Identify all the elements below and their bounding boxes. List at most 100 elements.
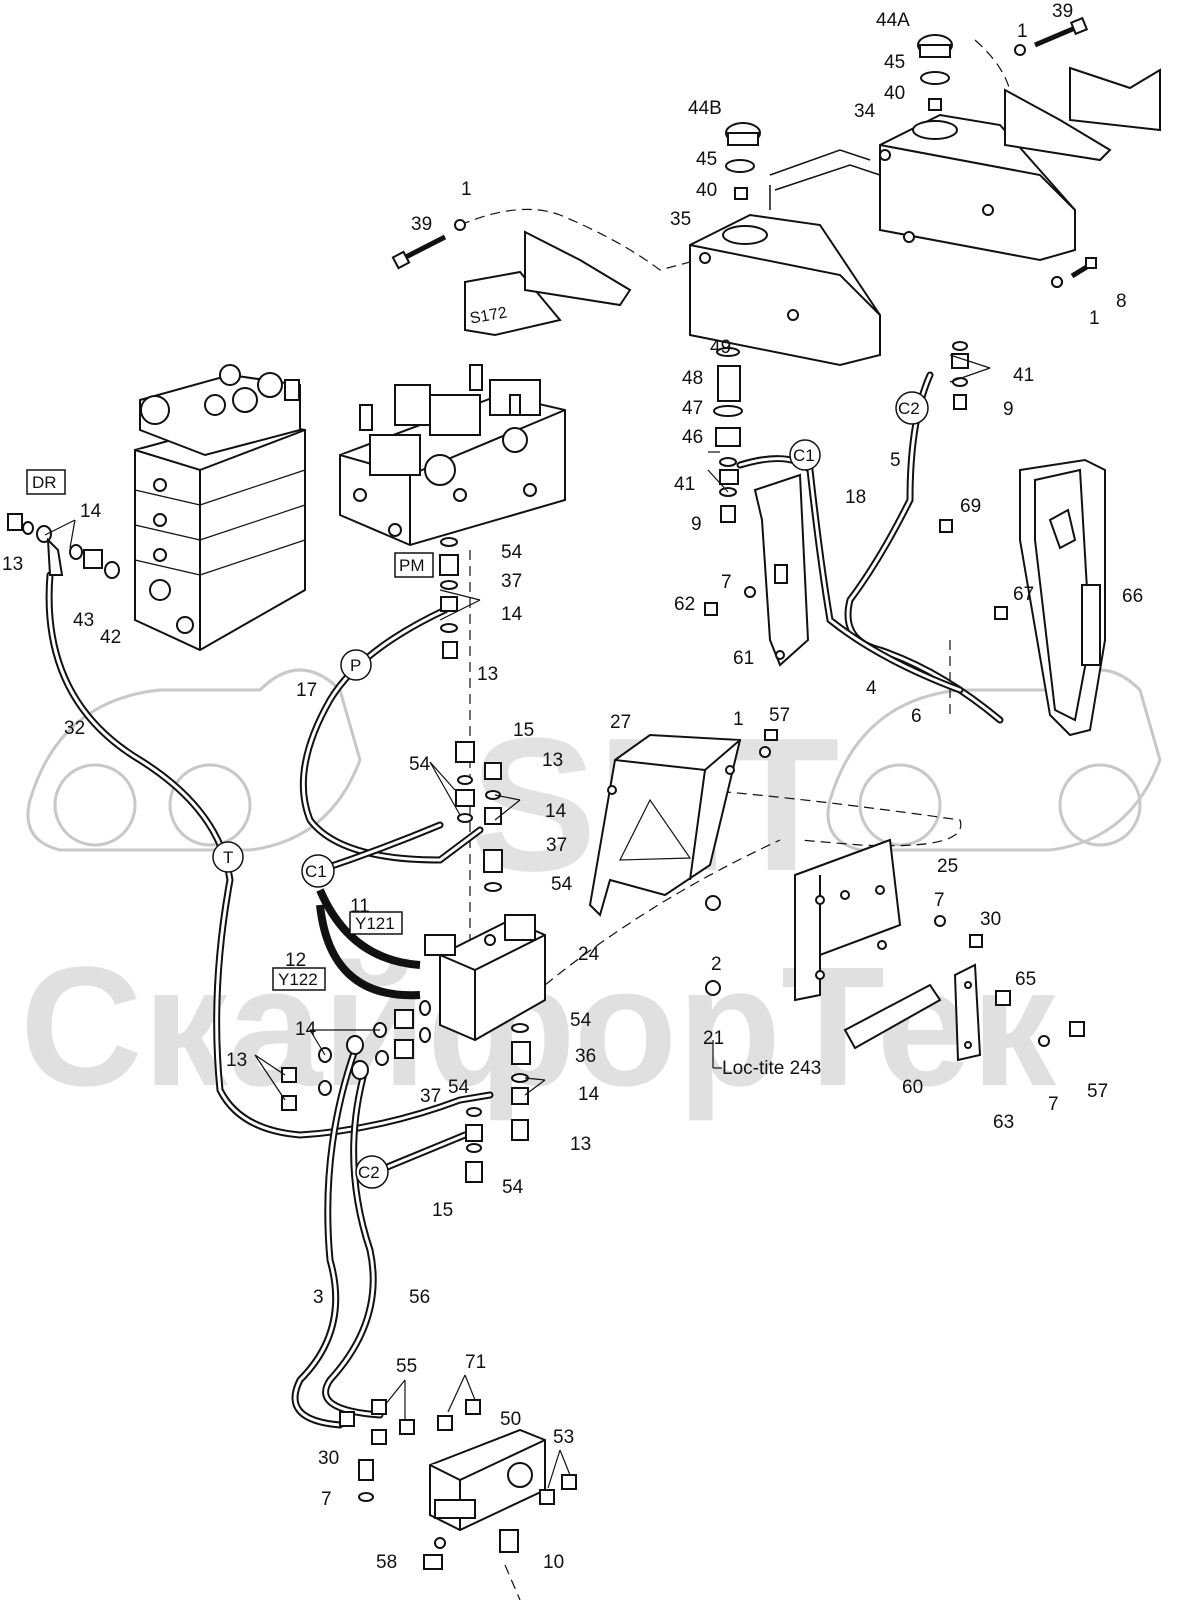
bracket-25 [794,838,902,1002]
callout: 56 [409,1287,430,1308]
callout: 45 [696,149,717,170]
boxed-label-pm: PM [394,552,434,578]
callout: 14 [545,801,567,822]
callout-labels: 44A 39 1 45 40 34 44B 45 40 35 1 39 8 1 … [2,1,1143,1573]
callout: 49 [710,337,731,358]
callout: 17 [296,680,317,701]
callout: 50 [500,1409,521,1430]
callout: 48 [682,368,703,389]
callout: 54 [502,1177,524,1198]
callout: 10 [543,1552,564,1573]
dashed-guides [459,39,1013,1600]
shield-27 [588,733,742,917]
callout: 37 [501,571,522,592]
svg-text:PM: PM [399,556,425,575]
callout: 7 [721,572,732,593]
control-valve-block [134,364,306,652]
pm-fitting-stack [439,537,459,659]
circle-markers: C1 C2 P T C1 C2 [212,391,929,1189]
callout: 15 [513,720,534,741]
leader-lines [44,354,991,1489]
callout: 57 [769,705,790,726]
marker-c1-top: C1 [789,439,821,471]
small-hardware [704,276,1085,1047]
block-50 [339,1399,577,1570]
callout: 4 [866,678,877,699]
callout: 54 [570,1010,592,1031]
callout: 61 [733,648,754,669]
decal-text: S172 [469,304,509,327]
callout: 14 [578,1084,600,1105]
callout: 15 [432,1200,453,1221]
bracket-61 [753,473,810,667]
callout: 27 [610,712,631,733]
callout: 37 [420,1086,441,1107]
callout: 5 [890,450,901,471]
bracket-63 [953,963,982,1062]
svg-text:Y122: Y122 [278,970,318,989]
callout: 7 [1048,1094,1059,1115]
svg-text:C2: C2 [898,399,920,418]
decal-s172: S172 [464,270,562,337]
callout: 41 [1013,365,1034,386]
loctite-note: Loc-tite 243 [722,1058,821,1079]
svg-text:Y121: Y121 [355,914,395,933]
callout: 40 [696,180,717,201]
marker-c2-bottom: C2 [355,1155,389,1189]
callout: 45 [884,52,905,73]
callout: 14 [80,501,102,522]
callout: 40 [884,83,905,104]
callout: 54 [409,754,431,775]
callout: 21 [703,1028,724,1049]
callout: 13 [2,554,23,575]
callout: 43 [73,610,94,631]
callout: 2 [711,954,722,975]
callout: 32 [64,718,85,739]
callout: 66 [1122,586,1143,607]
callout: 54 [448,1077,470,1098]
callout: 71 [465,1352,486,1373]
callout: 12 [285,950,306,971]
tank-35 [689,213,881,367]
callout: 39 [411,214,432,235]
callout: 60 [902,1077,923,1098]
svg-text:P: P [350,656,361,675]
bolt-39-left [391,219,466,270]
decal-plate-right [1004,88,1112,162]
decal-plate-left [524,230,632,307]
callout: 47 [682,398,703,419]
boxed-label-y122: Y122 [272,967,326,991]
decal-plain [1069,66,1161,132]
callout: 53 [553,1427,574,1448]
callout: 69 [960,496,981,517]
svg-text:T: T [223,848,233,867]
callout: 39 [1052,1,1073,22]
callout: 13 [477,664,498,685]
callout: 58 [376,1552,397,1573]
marker-c2-top: C2 [895,391,929,425]
callout: 14 [295,1019,317,1040]
bar-60 [843,983,942,1050]
callout: 8 [1116,291,1127,312]
svg-text:C1: C1 [305,862,327,881]
valve-24 [424,914,546,1042]
marker-p: P [340,649,372,681]
boxed-label-y121: Y121 [349,911,403,935]
callout: 9 [1003,399,1014,420]
callout: 30 [980,909,1001,930]
callout: 46 [682,427,703,448]
callout: 57 [1087,1081,1108,1102]
callout: 11 [350,896,370,917]
callout: 1 [461,179,472,200]
callout: 44A [876,10,910,31]
boxed-labels: DR PM Y121 Y122 [26,469,434,991]
callout: 65 [1015,969,1036,990]
solenoid-valve-block [339,364,566,547]
callout: 54 [551,874,573,895]
callout: 1 [733,709,744,730]
callout: 37 [546,835,567,856]
svg-text:C1: C1 [793,446,815,465]
dr-fittings [7,513,120,579]
callout: 24 [578,944,600,965]
